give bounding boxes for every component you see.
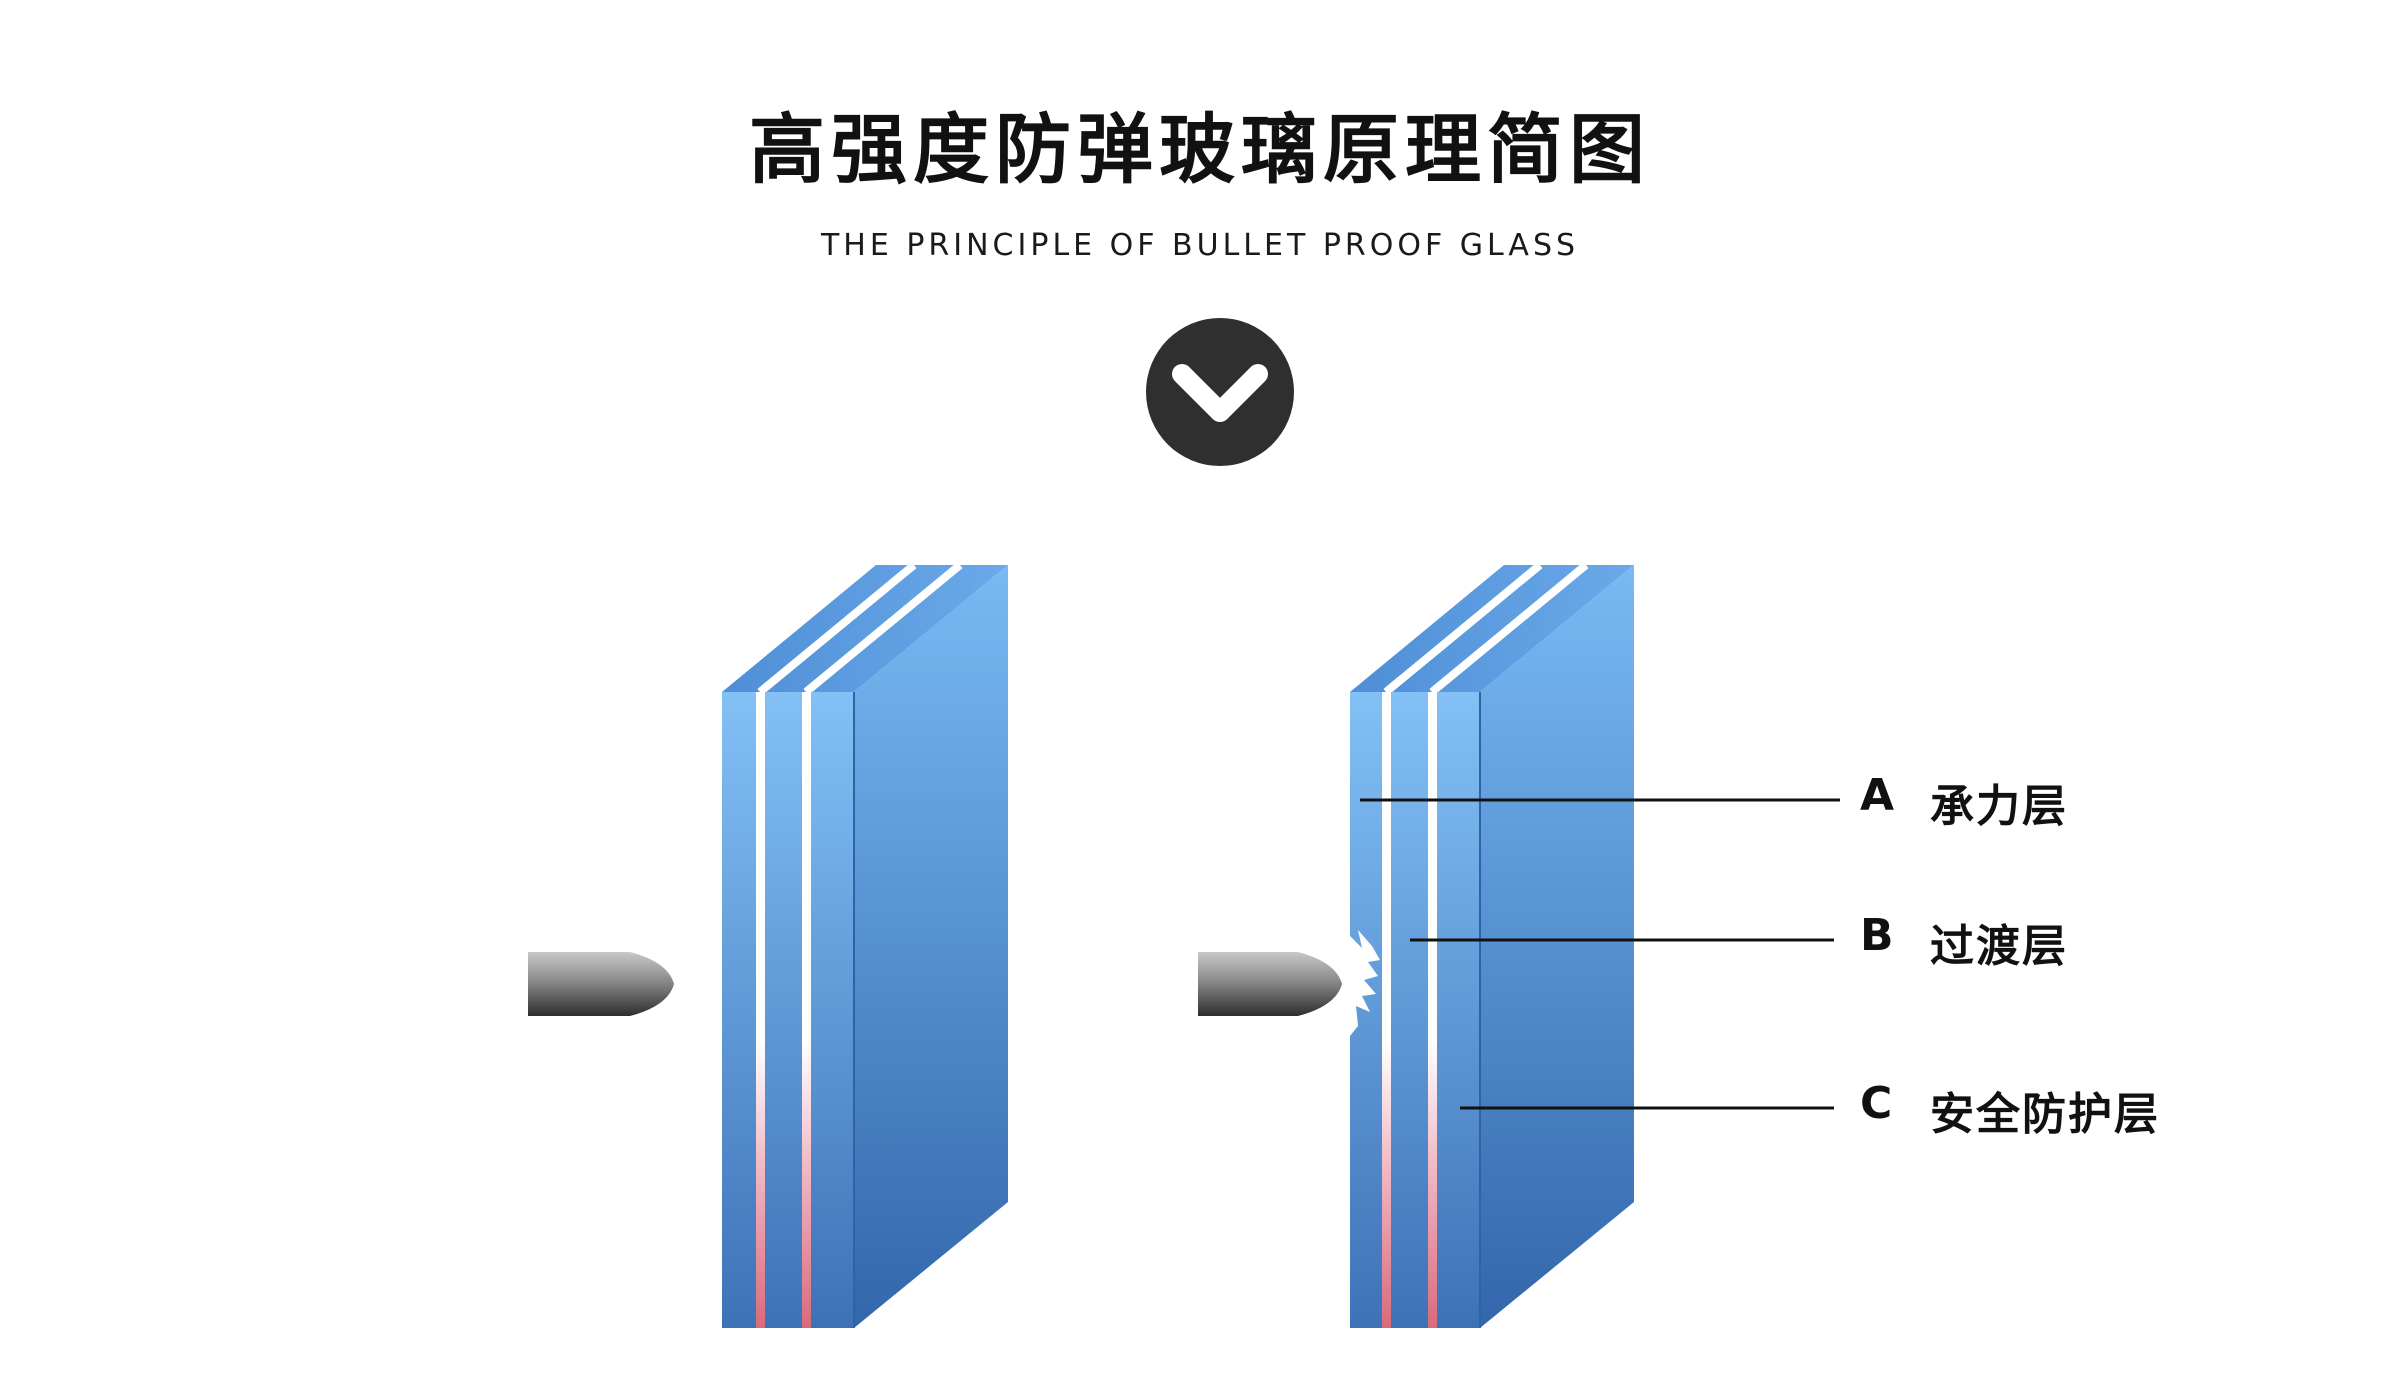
- glass-right-front: [1350, 692, 1480, 1328]
- interlayer-left-2: [802, 692, 811, 1328]
- bullet-icon: [528, 952, 674, 1016]
- impact-burst-icon: [1350, 930, 1380, 1036]
- glass-panel-left: [722, 561, 1008, 1328]
- layer-a-letter: A: [1860, 770, 1895, 821]
- layer-c-letter: C: [1860, 1078, 1893, 1129]
- glass-left-front: [722, 692, 854, 1328]
- layer-c-name: 安全防护层: [1930, 1089, 2160, 1140]
- chevron-down-circle-icon: [1146, 318, 1294, 466]
- glass-panel-right: [1350, 561, 1634, 1328]
- page-title: 高强度防弹玻璃原理简图: [749, 105, 1651, 194]
- glass-right-side: [1480, 565, 1634, 1328]
- interlayer-left-1: [756, 692, 765, 1328]
- layer-b-letter: B: [1860, 910, 1894, 961]
- interlayer-right-2: [1428, 692, 1437, 1328]
- layer-b-name: 过渡层: [1930, 921, 2068, 972]
- layer-a-name: 承力层: [1930, 781, 2068, 832]
- interlayer-right-1: [1382, 692, 1391, 1328]
- glass-left-side: [854, 565, 1008, 1328]
- bullet-icon: [1198, 952, 1342, 1016]
- page-subtitle: THE PRINCIPLE OF BULLET PROOF GLASS: [820, 228, 1580, 263]
